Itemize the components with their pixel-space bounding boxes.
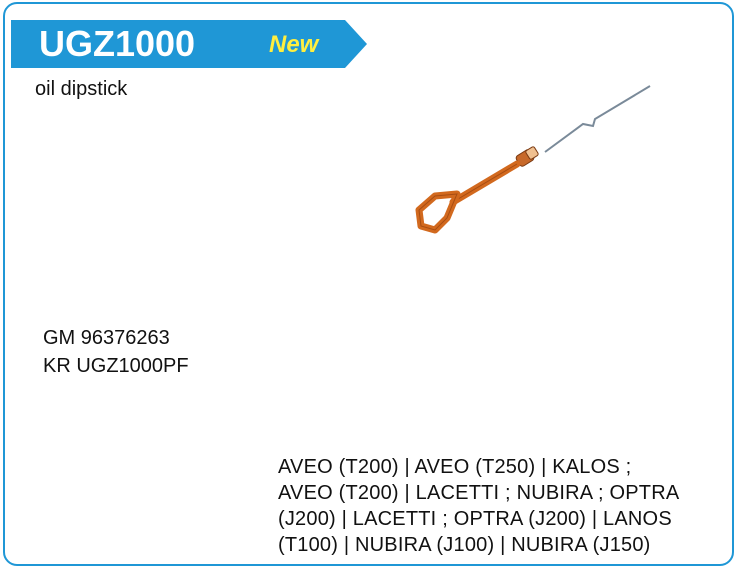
reference-item: GM 96376263 <box>43 327 170 349</box>
header-banner: UGZ1000 New <box>11 20 367 68</box>
product-code: UGZ1000 <box>39 23 196 64</box>
oil-dipstick-image <box>415 85 651 234</box>
application-line: (T100) | NUBIRA (J100) | NUBIRA (J150) <box>278 534 651 556</box>
banner-shape <box>11 20 367 68</box>
application-line: AVEO (T200) | AVEO (T250) | KALOS ; <box>278 456 632 478</box>
application-line: (J200) | LACETTI ; OPTRA (J200) | LANOS <box>278 508 672 530</box>
reference-list: GM 96376263 KR UGZ1000PF <box>43 324 189 380</box>
reference-item: KR UGZ1000PF <box>43 355 189 377</box>
application-line: AVEO (T200) | LACETTI ; NUBIRA ; OPTRA <box>278 482 680 504</box>
product-name: oil dipstick <box>35 78 128 100</box>
product-card: UGZ1000 New oil dipstick GM 96376263 KR … <box>3 2 734 566</box>
applications-list: AVEO (T200) | AVEO (T250) | KALOS ; AVEO… <box>278 454 728 558</box>
new-badge: New <box>269 31 319 58</box>
